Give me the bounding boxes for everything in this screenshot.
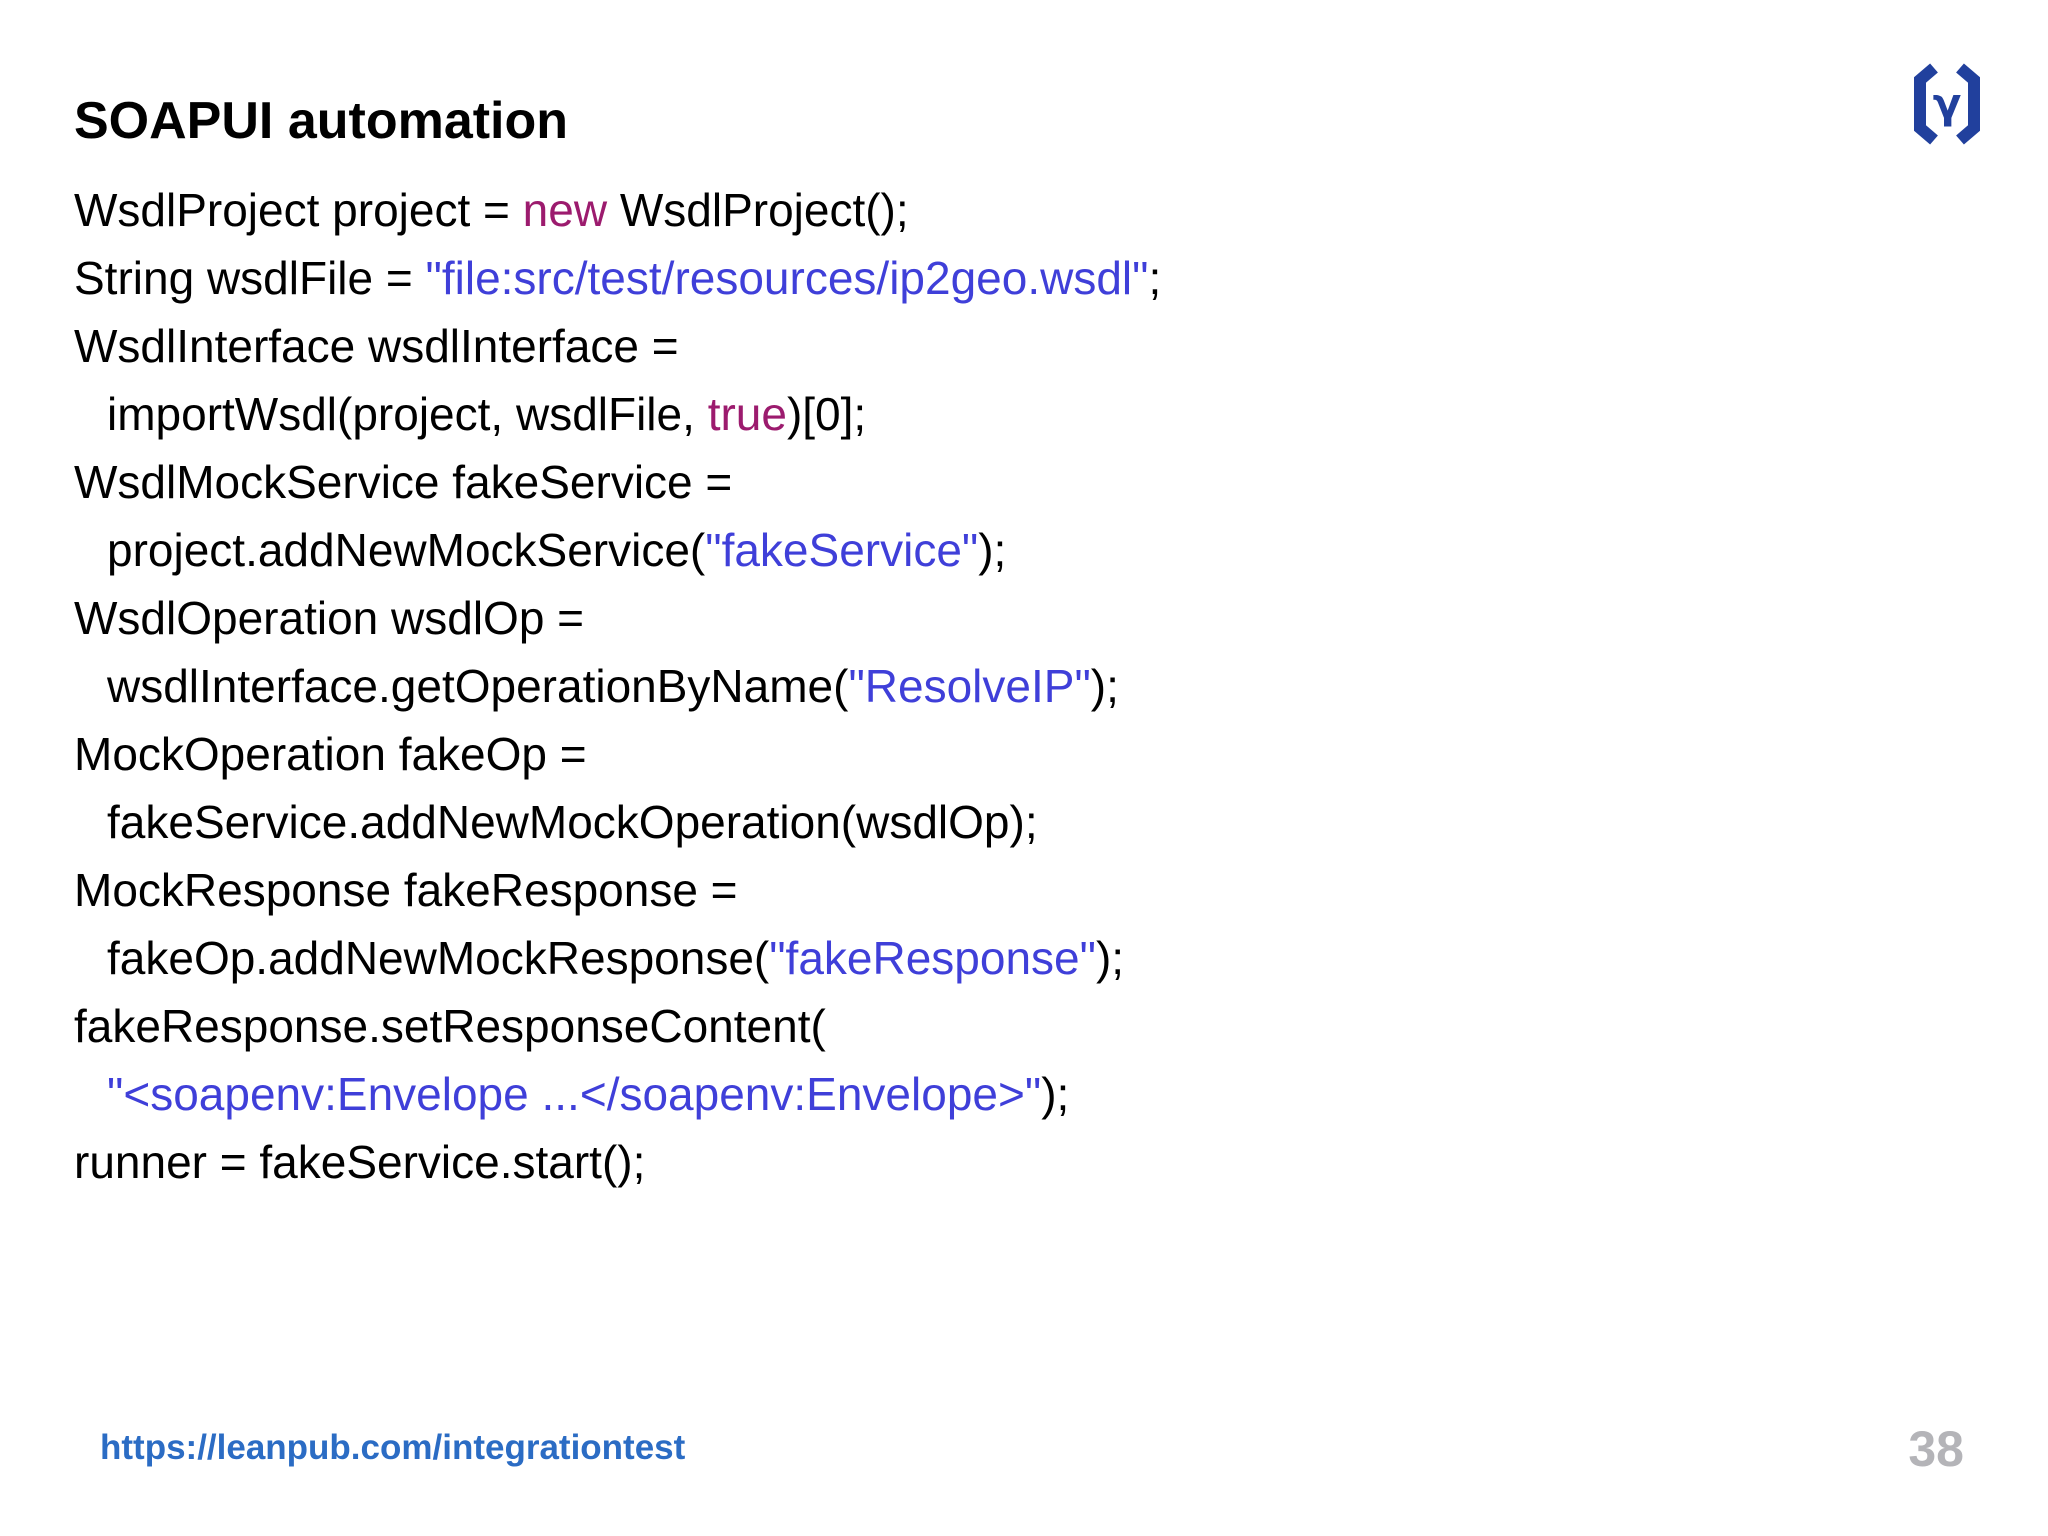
logo-left-bracket	[1914, 63, 1938, 145]
footer-link[interactable]: https://leanpub.com/integrationtest	[100, 1428, 686, 1467]
code-line: runner = fakeService.start();	[74, 1128, 1161, 1196]
code-token-plain: WsdlOperation wsdlOp =	[74, 592, 585, 644]
code-token-plain: project.addNewMockService(	[107, 524, 706, 576]
code-token-plain: MockOperation fakeOp =	[74, 728, 587, 780]
code-line: fakeOp.addNewMockResponse("fakeResponse"…	[74, 924, 1161, 992]
code-line: String wsdlFile = "file:src/test/resourc…	[74, 244, 1161, 312]
brackets-gamma-logo-icon: γ	[1914, 63, 1980, 145]
code-line: MockOperation fakeOp =	[74, 720, 1161, 788]
code-token-plain: String wsdlFile =	[74, 252, 426, 304]
code-line: importWsdl(project, wsdlFile, true)[0];	[74, 380, 1161, 448]
code-token-plain: );	[978, 524, 1007, 576]
code-token-plain: );	[1041, 1068, 1070, 1120]
code-token-plain: importWsdl(project, wsdlFile,	[107, 388, 708, 440]
code-token-plain: );	[1095, 932, 1125, 984]
code-token-keyword: new	[522, 184, 608, 236]
code-token-plain: fakeService.addNewMockOperation(wsdlOp);	[107, 796, 1038, 848]
code-token-plain: runner = fakeService.start();	[74, 1136, 646, 1188]
code-token-plain: WsdlProject project =	[74, 184, 523, 236]
code-line: WsdlMockService fakeService =	[74, 448, 1161, 516]
logo-right-bracket	[1956, 63, 1980, 145]
code-token-plain: wsdlInterface.getOperationByName(	[107, 660, 849, 712]
code-token-string: "<soapenv:Envelope ...</soapenv:Envelope…	[107, 1068, 1042, 1120]
code-token-plain: fakeOp.addNewMockResponse(	[107, 932, 770, 984]
code-line: WsdlProject project = new WsdlProject();	[74, 176, 1161, 244]
code-token-string: "fakeService"	[705, 524, 979, 576]
code-line: wsdlInterface.getOperationByName("Resolv…	[74, 652, 1161, 720]
code-line: WsdlInterface wsdlInterface =	[74, 312, 1161, 380]
code-token-plain: WsdlMockService fakeService =	[74, 456, 733, 508]
page-title: SOAPUI automation	[74, 91, 569, 150]
code-token-string: "file:src/test/resources/ip2geo.wsdl"	[425, 252, 1149, 304]
code-line: MockResponse fakeResponse =	[74, 856, 1161, 924]
code-token-plain: MockResponse fakeResponse =	[74, 864, 738, 916]
code-line: fakeService.addNewMockOperation(wsdlOp);	[74, 788, 1161, 856]
code-line: WsdlOperation wsdlOp =	[74, 584, 1161, 652]
code-token-plain: ;	[1148, 252, 1162, 304]
code-token-plain: );	[1090, 660, 1119, 712]
code-token-plain: WsdlInterface wsdlInterface =	[74, 320, 679, 372]
page-number: 38	[1908, 1421, 1964, 1477]
code-line: project.addNewMockService("fakeService")…	[74, 516, 1161, 584]
code-block: WsdlProject project = new WsdlProject();…	[74, 176, 1161, 1196]
code-token-plain: )[0];	[786, 388, 867, 440]
code-line: fakeResponse.setResponseContent(	[74, 992, 1161, 1060]
code-token-keyword: true	[707, 388, 787, 440]
code-token-plain: WsdlProject();	[607, 184, 909, 236]
code-token-string: "fakeResponse"	[769, 932, 1096, 984]
code-token-string: "ResolveIP"	[848, 660, 1091, 712]
logo-gamma-glyph: γ	[1933, 79, 1962, 128]
code-line: "<soapenv:Envelope ...</soapenv:Envelope…	[74, 1060, 1161, 1128]
code-token-plain: fakeResponse.setResponseContent(	[74, 1000, 826, 1052]
